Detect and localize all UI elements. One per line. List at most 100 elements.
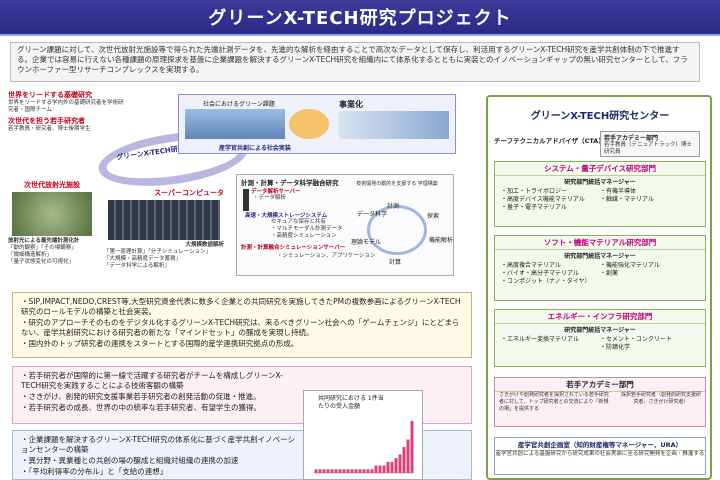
section-sub: 研究部門統括マネージャー bbox=[564, 253, 636, 260]
sim-platform: 計測・計算融合シミュレーションサーバー bbox=[241, 245, 346, 251]
chart-bar bbox=[398, 454, 402, 473]
section-academy: 若手アカデミー部門 さきがけや創発研究者を採択されている若手研究者に対して、トッ… bbox=[494, 377, 706, 427]
server-icon bbox=[243, 189, 249, 211]
synchrotron-title: 次世代放射光施設 bbox=[24, 181, 80, 189]
chart-title: 共同研究における 1件当たりの受入金額 bbox=[318, 395, 384, 410]
chart-bar bbox=[322, 469, 326, 473]
lead-text: 世界をリードする学内外の基礎研究者を学術研究者・国際チーム bbox=[8, 100, 124, 113]
cta-label: チーフテクニカルアドバイザ（CTA） bbox=[494, 137, 605, 145]
chart-bar bbox=[378, 465, 382, 473]
bullet-item: ・若手研究者の成長、世界の中の統率な若手研究者、有望学生の獲得。 bbox=[21, 403, 261, 412]
synchrotron-block: 次世代放射光施設 放射光による最先端計測化計 「動的観察」「その場観察」 「微細… bbox=[8, 180, 96, 276]
section-title: システム・量子デバイス研究部門 bbox=[495, 162, 705, 176]
chart-bar bbox=[386, 461, 390, 473]
section-item: ・高度デバイス機能マテリアル bbox=[501, 196, 585, 203]
section-item: ・加工・トライボロジー bbox=[501, 188, 568, 195]
bullet-item: ・研究のアプローチそのものをデジタル化するグリーンX-TECH研究は、来るべきグ… bbox=[21, 318, 460, 337]
bullet-item: ・「平均利得率の分布ル」と「支給の連想」 bbox=[21, 467, 168, 476]
research-leaders: 世界をリードする基礎研究 世界をリードする学内外の基礎研究者を学術研究者・国際チ… bbox=[8, 90, 128, 150]
chart-bar bbox=[370, 469, 374, 473]
academy-left: さきがけや創発研究者を採択されている若手研究者に対して、トップ研究者との交流によ… bbox=[499, 392, 609, 412]
cycle-item: データ科学 bbox=[357, 211, 388, 218]
bullet-item: ・国内外のトップ研究者の連携をスタートとする国際的産学連携研究拠点の形成。 bbox=[21, 339, 299, 348]
chart-bar bbox=[390, 461, 394, 473]
academy-top-box: 若手アカデミー部門 若手教員（テニュアトラック）博士研究員 bbox=[600, 131, 700, 157]
section-title: エネルギー・インフラ研究部門 bbox=[495, 310, 705, 324]
section-coproduction: 産学官共創企画室（知的財産権等マネージャー、URA） 産学官共創による基盤研究か… bbox=[494, 437, 706, 475]
chart-bar bbox=[342, 469, 346, 473]
chart-bar bbox=[358, 469, 362, 473]
section-sub: 研究部門統括マネージャー bbox=[564, 179, 636, 186]
fusion-block: 計測・計算・データ科学融合研究 データ解析サーバー ・データ解析 高速・大規模ス… bbox=[236, 174, 454, 276]
bullet-item: ・さきがけ、創発的研究支援事業若手研究者の創発活動の促進・推進。 bbox=[21, 392, 261, 401]
chart-bar bbox=[330, 469, 334, 473]
chart-bar bbox=[374, 465, 378, 473]
academy-right: 採択若手研究者（創発的研究支援研究者、さきがけ研究者） bbox=[620, 392, 701, 405]
bigdata-item: 「第一原理計算」「分子シミュレーション」 bbox=[104, 249, 212, 255]
section-item: ・エネルギー変換マテリアル bbox=[501, 336, 579, 343]
synchrotron-image bbox=[12, 192, 92, 236]
storage-item: セキュアな保存と共有 bbox=[271, 219, 326, 225]
bullet-item: ・SIP,IMPACT,NEDO,CREST等,大型研究資金代表に数多く企業との… bbox=[21, 297, 461, 316]
calc-title: 計測・計算・データ科学融合研究 bbox=[241, 179, 339, 187]
chart-bar bbox=[338, 469, 342, 473]
section-energy: エネルギー・インフラ研究部門 研究部門統括マネージャー ・エネルギー変換マテリア… bbox=[494, 309, 706, 367]
section-item: ・有機半導体 bbox=[600, 188, 637, 195]
section-sub: 研究部門統括マネージャー bbox=[564, 327, 636, 334]
coproduction-text: 産学官共創による基盤研究から研究成果の社会実装に至る研究開発を企画・推進する bbox=[495, 451, 705, 457]
storage-item: ・マルチモーダル計測データ bbox=[271, 226, 343, 232]
section-item: ・防錆化学 bbox=[600, 344, 631, 351]
storage-item: ・高精度シミュレーション bbox=[271, 233, 337, 239]
bigdata-item: 「データ科学による解析」 bbox=[104, 263, 170, 269]
cycle-note: 技術開発の動的を支援する 学理構築 bbox=[356, 181, 438, 187]
chart-bar bbox=[314, 469, 318, 473]
bigdata-title: 大規模数値解析 bbox=[185, 242, 224, 248]
synchrotron-item: 「量子状態変化の可視化」 bbox=[8, 259, 75, 265]
sim-item: ・シミュレーション、アプリケーション bbox=[277, 253, 376, 259]
research-center-panel: グリーンX-TECH研究センター チーフテクニカルアドバイザ（CTA） 若手アカ… bbox=[486, 95, 712, 480]
chart-bar bbox=[354, 469, 358, 473]
academy-title: 若手アカデミー部門 bbox=[495, 378, 705, 392]
chart-bar bbox=[406, 439, 410, 473]
academy-top-text: 若手教員（テニュアトラック）博士研究員 bbox=[604, 142, 692, 155]
chart-bar bbox=[326, 469, 330, 473]
social-label: 社会におけるグリーン課題 bbox=[203, 101, 275, 108]
social-box: 社会におけるグリーン課題 事業化 産学官共創による社会実装 bbox=[178, 94, 456, 154]
center-title: グリーンX-TECH研究センター bbox=[530, 111, 670, 122]
bullet-block-1: ・SIP,IMPACT,NEDO,CREST等,大型研究資金代表に数多く企業との… bbox=[12, 292, 472, 358]
windfarm-image bbox=[185, 109, 285, 139]
data-analysis: ・データ解析 bbox=[253, 195, 287, 201]
chart-bar bbox=[318, 469, 322, 473]
bigdata-item: 「大規模・高精度データ蓄積」 bbox=[104, 256, 182, 262]
supercomputer-block: スーパーコンピュータ 大規模数値解析 「第一原理計算」「分子シミュレーション」 … bbox=[104, 188, 224, 276]
cycle-item: 計測 bbox=[387, 203, 400, 210]
section-soft: ソフト・機能マテリアル研究部門 研究部門統括マネージャー ・高度複合マテリアル … bbox=[494, 235, 706, 301]
bullet-item: ・企業課題を解決するグリーンX-TECH研究の体系化に基づく産学共創イノベーショ… bbox=[21, 435, 295, 454]
chart-bar bbox=[366, 469, 370, 473]
chart-bar bbox=[362, 469, 366, 473]
chart-bar bbox=[350, 469, 354, 473]
coproduction-title: 産学官共創企画室（知的財産権等マネージャー、URA） bbox=[495, 438, 705, 451]
cycle-item: 計算 bbox=[389, 259, 402, 266]
section-item: ・触媒・マテリアル bbox=[600, 196, 654, 203]
section-item bbox=[501, 344, 600, 352]
section-item: ・創薬 bbox=[600, 270, 619, 277]
section-item: ・バイオ・高分子マテリアル bbox=[501, 270, 579, 277]
lead-title: 世界をリードする基礎研究 bbox=[8, 91, 92, 99]
bullet-item: ・異分野・異業種との共創の場の醸成と組織対組織の連携の加速 bbox=[21, 456, 239, 465]
super-title: スーパーコンピュータ bbox=[154, 189, 224, 197]
synchrotron-item: 「動的観察」「その場観察」 bbox=[8, 245, 77, 251]
chart-bar bbox=[410, 421, 414, 473]
synchrotron-item: 「微細構造解析」 bbox=[8, 252, 53, 258]
cycle-item: 探索 bbox=[427, 213, 440, 220]
funding-chart: 共同研究における 1件当たりの受入金額 bbox=[303, 390, 423, 480]
section-item: ・高度複合マテリアル bbox=[501, 262, 561, 269]
data-server: データ解析サーバー bbox=[251, 189, 301, 195]
cycle-item: 機能解析 bbox=[429, 237, 454, 244]
solar-icon bbox=[289, 109, 329, 139]
concept-diagram: 世界をリードする基礎研究 世界をリードする学内外の基礎研究者を学術研究者・国際チ… bbox=[8, 90, 458, 278]
section-item: ・機能強化マテリアル bbox=[600, 262, 660, 269]
section-system: システム・量子デバイス研究部門 研究部門統括マネージャー ・加工・トライボロジー… bbox=[494, 161, 706, 227]
chart-svg bbox=[314, 421, 414, 474]
bullet-item: ・若手研究者が国際的に第一線で活躍する研究者がチームを構成しグリーンX-TECH… bbox=[21, 371, 283, 390]
